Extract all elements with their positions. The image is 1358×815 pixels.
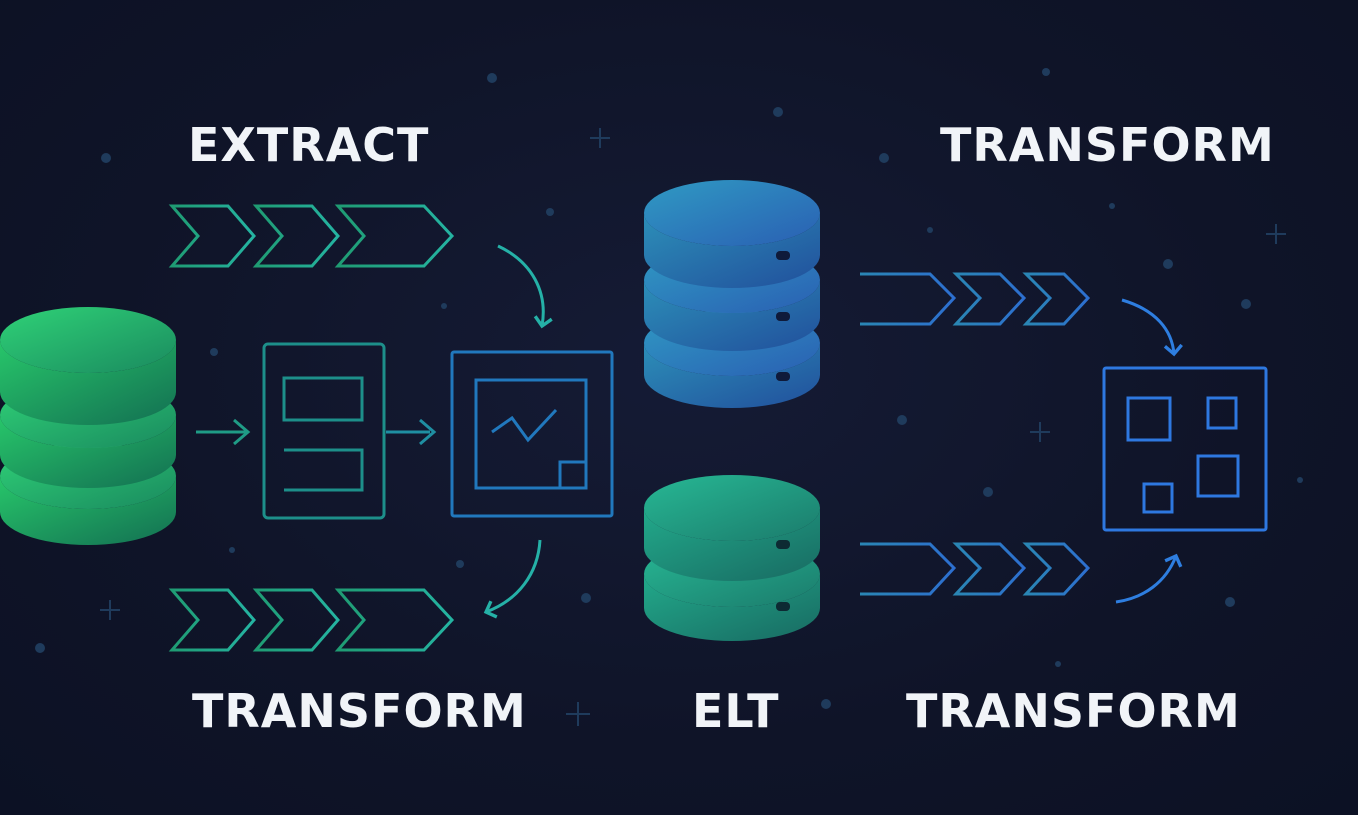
transform-label-bottom-left: TRANSFORM	[192, 684, 527, 738]
transform-chevrons-bottom	[168, 588, 455, 652]
background-decor	[35, 68, 1303, 709]
transform-label-top-right: TRANSFORM	[940, 118, 1275, 172]
background-plus-signs	[100, 128, 1286, 726]
curved-arrow-bottom-right	[1115, 553, 1183, 604]
destination-dashboard-icon	[1102, 366, 1268, 532]
staging-form-icon	[262, 342, 386, 520]
lake-database-icon	[644, 475, 820, 641]
curved-arrow-top-right	[1121, 298, 1183, 357]
transform-label-bottom-right: TRANSFORM	[906, 684, 1241, 738]
analytics-chart-icon	[450, 350, 614, 518]
flow-arrow-to-form	[196, 418, 251, 446]
transform-chevrons-right-top	[860, 272, 1091, 326]
curved-arrow-bottom-left	[483, 539, 542, 619]
warehouse-database-icon	[644, 180, 820, 408]
curved-arrow-top-left	[497, 244, 553, 329]
extract-label: EXTRACT	[188, 118, 430, 172]
source-database-icon	[0, 307, 176, 545]
extract-chevrons-top	[168, 204, 455, 268]
elt-label: ELT	[692, 684, 780, 738]
transform-chevrons-right-bottom	[860, 542, 1091, 596]
flow-arrow-to-chart	[386, 418, 437, 446]
